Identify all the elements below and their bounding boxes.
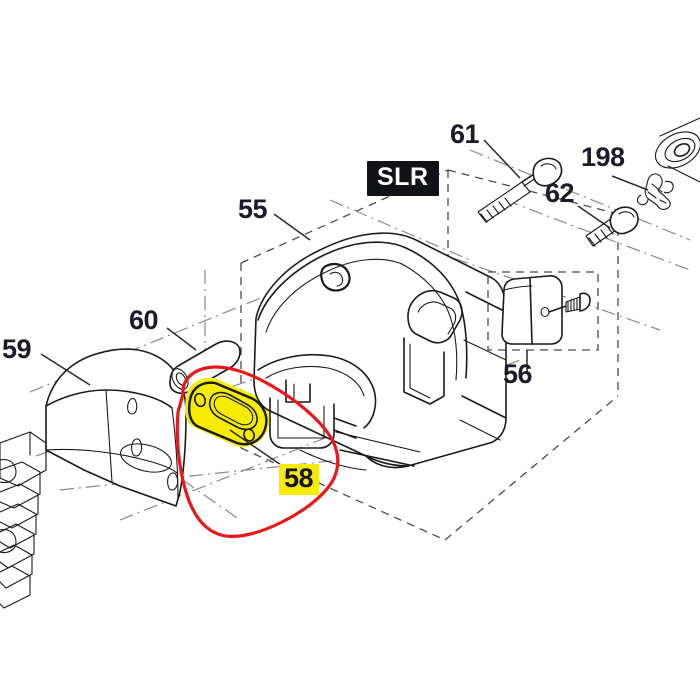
callout-leader-lines: [40, 139, 649, 466]
callout-label-198[interactable]: 198: [581, 142, 625, 172]
callout-label-58[interactable]: 58: [279, 464, 320, 495]
part-58-muffler-gasket: [185, 377, 270, 448]
callout-label-59[interactable]: 59: [2, 334, 32, 364]
callout-label-61[interactable]: 61: [450, 119, 480, 149]
cylinder-fins: [0, 431, 47, 609]
part-59-heat-shield: [45, 348, 187, 507]
callout-label-60[interactable]: 60: [129, 305, 159, 335]
part-56-group: [487, 271, 599, 372]
part-55-muffler-body: [253, 232, 507, 471]
part-62-short-screw: [585, 206, 639, 247]
callout-label-62[interactable]: 62: [545, 178, 575, 208]
part-198-cable-clip: [636, 173, 674, 210]
callout-label-55[interactable]: 55: [238, 194, 268, 224]
red-annotation-outline: [175, 365, 340, 538]
edge-clipped-part: [654, 117, 700, 183]
callout-label-56[interactable]: 56: [503, 359, 533, 389]
group-tag-slr: SLR: [367, 161, 439, 196]
part-61-long-screw: [477, 157, 563, 223]
